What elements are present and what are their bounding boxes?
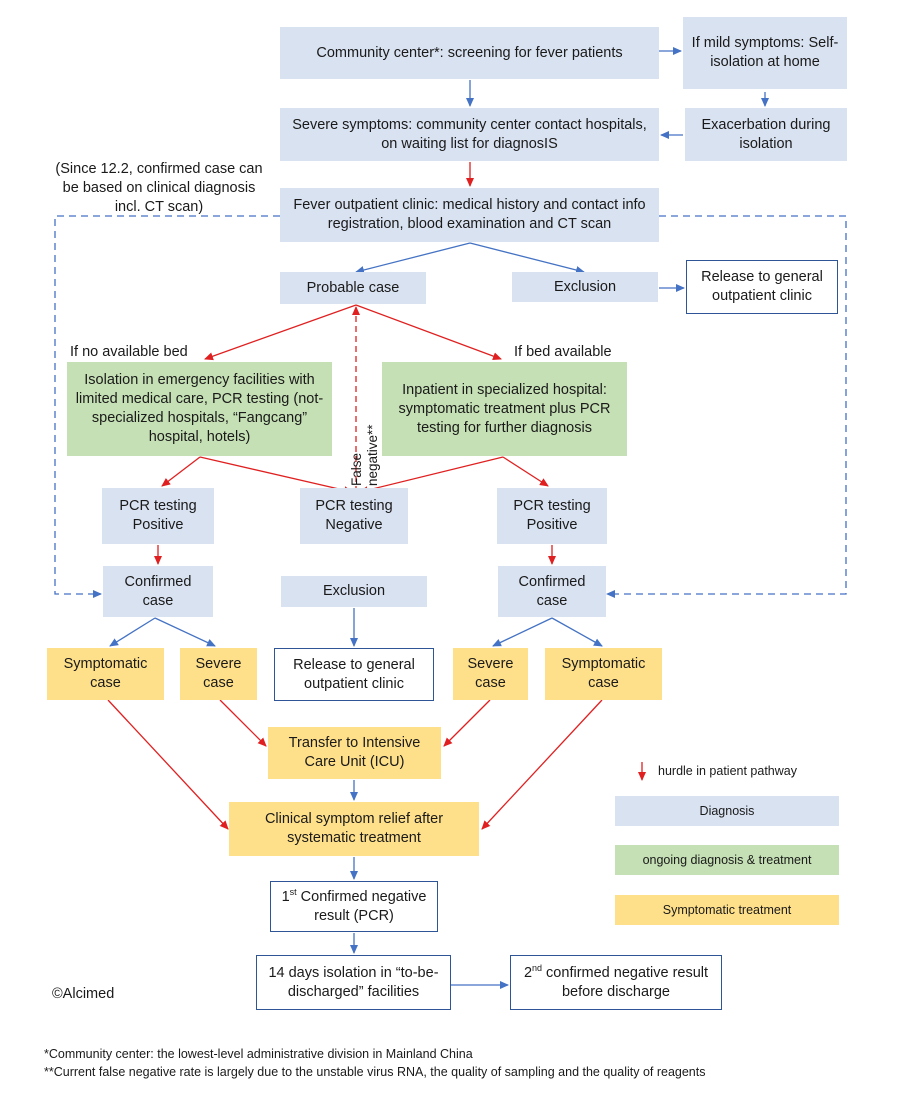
bed-available-label: If bed available [514, 344, 612, 360]
confirmed-left-box: Confirmed case [103, 566, 213, 617]
legend-ongoing: ongoing diagnosis & treatment [615, 845, 839, 875]
release-top-box: Release to general outpatient clinic [686, 260, 838, 314]
fever-clinic-text: Fever outpatient clinic: medical history… [293, 197, 646, 232]
first-negative-box: 1st Confirmed negative result (PCR) [270, 881, 438, 932]
second-negative-ordinal: 2 [523, 964, 533, 981]
exclusion-mid-text: Exclusion [322, 583, 386, 599]
exclusion-top-box: Exclusion [512, 272, 658, 302]
false-negative-label: False negative** [349, 424, 380, 486]
confirmed-right-text: Confirmed case [518, 573, 586, 609]
second-negative-text: 2nd confirmed negative result before dis… [517, 962, 715, 1002]
legend-ongoing-text: ongoing diagnosis & treatment [642, 853, 812, 867]
footnote-false-negative: **Current false negative rate is largely… [44, 1065, 706, 1079]
clinical-relief-text: Clinical symptom relief after systematic… [264, 811, 444, 846]
symptomatic-right-text: Symptomatic case [561, 656, 646, 691]
isolation-emergency-text: Isolation in emergency facilities with l… [75, 372, 324, 445]
icu-text: Transfer to Intensive Care Unit (ICU) [288, 735, 421, 770]
legend-diagnosis: Diagnosis [615, 796, 839, 826]
community-center-text: Community center*: screening for fever p… [316, 44, 623, 61]
exacerbation-box: Exacerbation during isolation [685, 108, 847, 161]
community-center-box: Community center*: screening for fever p… [280, 27, 659, 79]
release-mid-box: Release to general outpatient clinic [274, 648, 434, 701]
second-negative-rest: confirmed negative result before dischar… [542, 964, 709, 1000]
first-negative-ordinal: 1 [281, 888, 290, 905]
inpatient-specialized-box: Inpatient in specialized hospital: sympt… [382, 362, 627, 456]
release-top-text: Release to general outpatient clinic [701, 269, 823, 304]
pcr-negative-text: PCR testing Negative [315, 498, 393, 533]
isolation-14-text: 14 days isolation in “to-be-discharged” … [268, 964, 439, 1000]
no-bed-label: If no available bed [70, 344, 188, 360]
legend-symptomatic: Symptomatic treatment [615, 895, 839, 925]
exacerbation-text: Exacerbation during isolation [701, 116, 831, 152]
severe-left-text: Severe case [195, 656, 242, 691]
confirmed-left-text: Confirmed case [124, 573, 192, 609]
probable-case-box: Probable case [280, 272, 426, 304]
pcr-positive-right-box: PCR testing Positive [497, 488, 607, 544]
pcr-negative-box: PCR testing Negative [300, 488, 408, 544]
second-negative-ordinal-suffix: nd [532, 962, 543, 973]
severe-symptoms-text: Severe symptoms: community center contac… [292, 116, 647, 152]
legend-diagnosis-text: Diagnosis [699, 804, 755, 818]
probable-case-text: Probable case [306, 279, 400, 296]
icu-box: Transfer to Intensive Care Unit (ICU) [268, 727, 441, 779]
clinical-relief-box: Clinical symptom relief after systematic… [229, 802, 479, 856]
exclusion-mid-box: Exclusion [281, 576, 427, 607]
first-negative-ordinal-suffix: st [289, 886, 297, 897]
symptomatic-right-box: Symptomatic case [545, 648, 662, 700]
severe-right-text: Severe case [467, 656, 514, 691]
severe-left-box: Severe case [180, 648, 257, 700]
mild-symptoms-text: If mild symptoms: Self-isolation at home [691, 35, 839, 70]
mild-symptoms-box: If mild symptoms: Self-isolation at home [683, 17, 847, 89]
first-negative-rest: Confirmed negative result (PCR) [296, 888, 427, 924]
second-negative-box: 2nd confirmed negative result before dis… [510, 955, 722, 1010]
copyright-label: ©Alcimed [52, 986, 115, 1002]
pcr-positive-left-text: PCR testing Positive [119, 498, 197, 533]
pcr-positive-left-box: PCR testing Positive [102, 488, 214, 544]
release-mid-text: Release to general outpatient clinic [293, 656, 415, 692]
isolation-14-box: 14 days isolation in “to-be-discharged” … [256, 955, 451, 1010]
symptomatic-left-text: Symptomatic case [63, 656, 148, 691]
symptomatic-left-box: Symptomatic case [47, 648, 164, 700]
severe-symptoms-box: Severe symptoms: community center contac… [280, 108, 659, 161]
severe-right-box: Severe case [453, 648, 528, 700]
fever-clinic-box: Fever outpatient clinic: medical history… [280, 188, 659, 242]
isolation-emergency-box: Isolation in emergency facilities with l… [67, 362, 332, 456]
legend-hurdle-label: hurdle in patient pathway [658, 764, 797, 778]
inpatient-specialized-text: Inpatient in specialized hospital: sympt… [398, 381, 611, 436]
since-note: (Since 12.2, confirmed case can be based… [55, 161, 263, 215]
pcr-positive-right-text: PCR testing Positive [513, 498, 591, 533]
footnote-community-center: *Community center: the lowest-level admi… [44, 1047, 473, 1061]
confirmed-right-box: Confirmed case [498, 566, 606, 617]
exclusion-top-text: Exclusion [553, 278, 617, 295]
legend-symptomatic-text: Symptomatic treatment [662, 903, 792, 917]
first-negative-text: 1st Confirmed negative result (PCR) [277, 886, 431, 926]
